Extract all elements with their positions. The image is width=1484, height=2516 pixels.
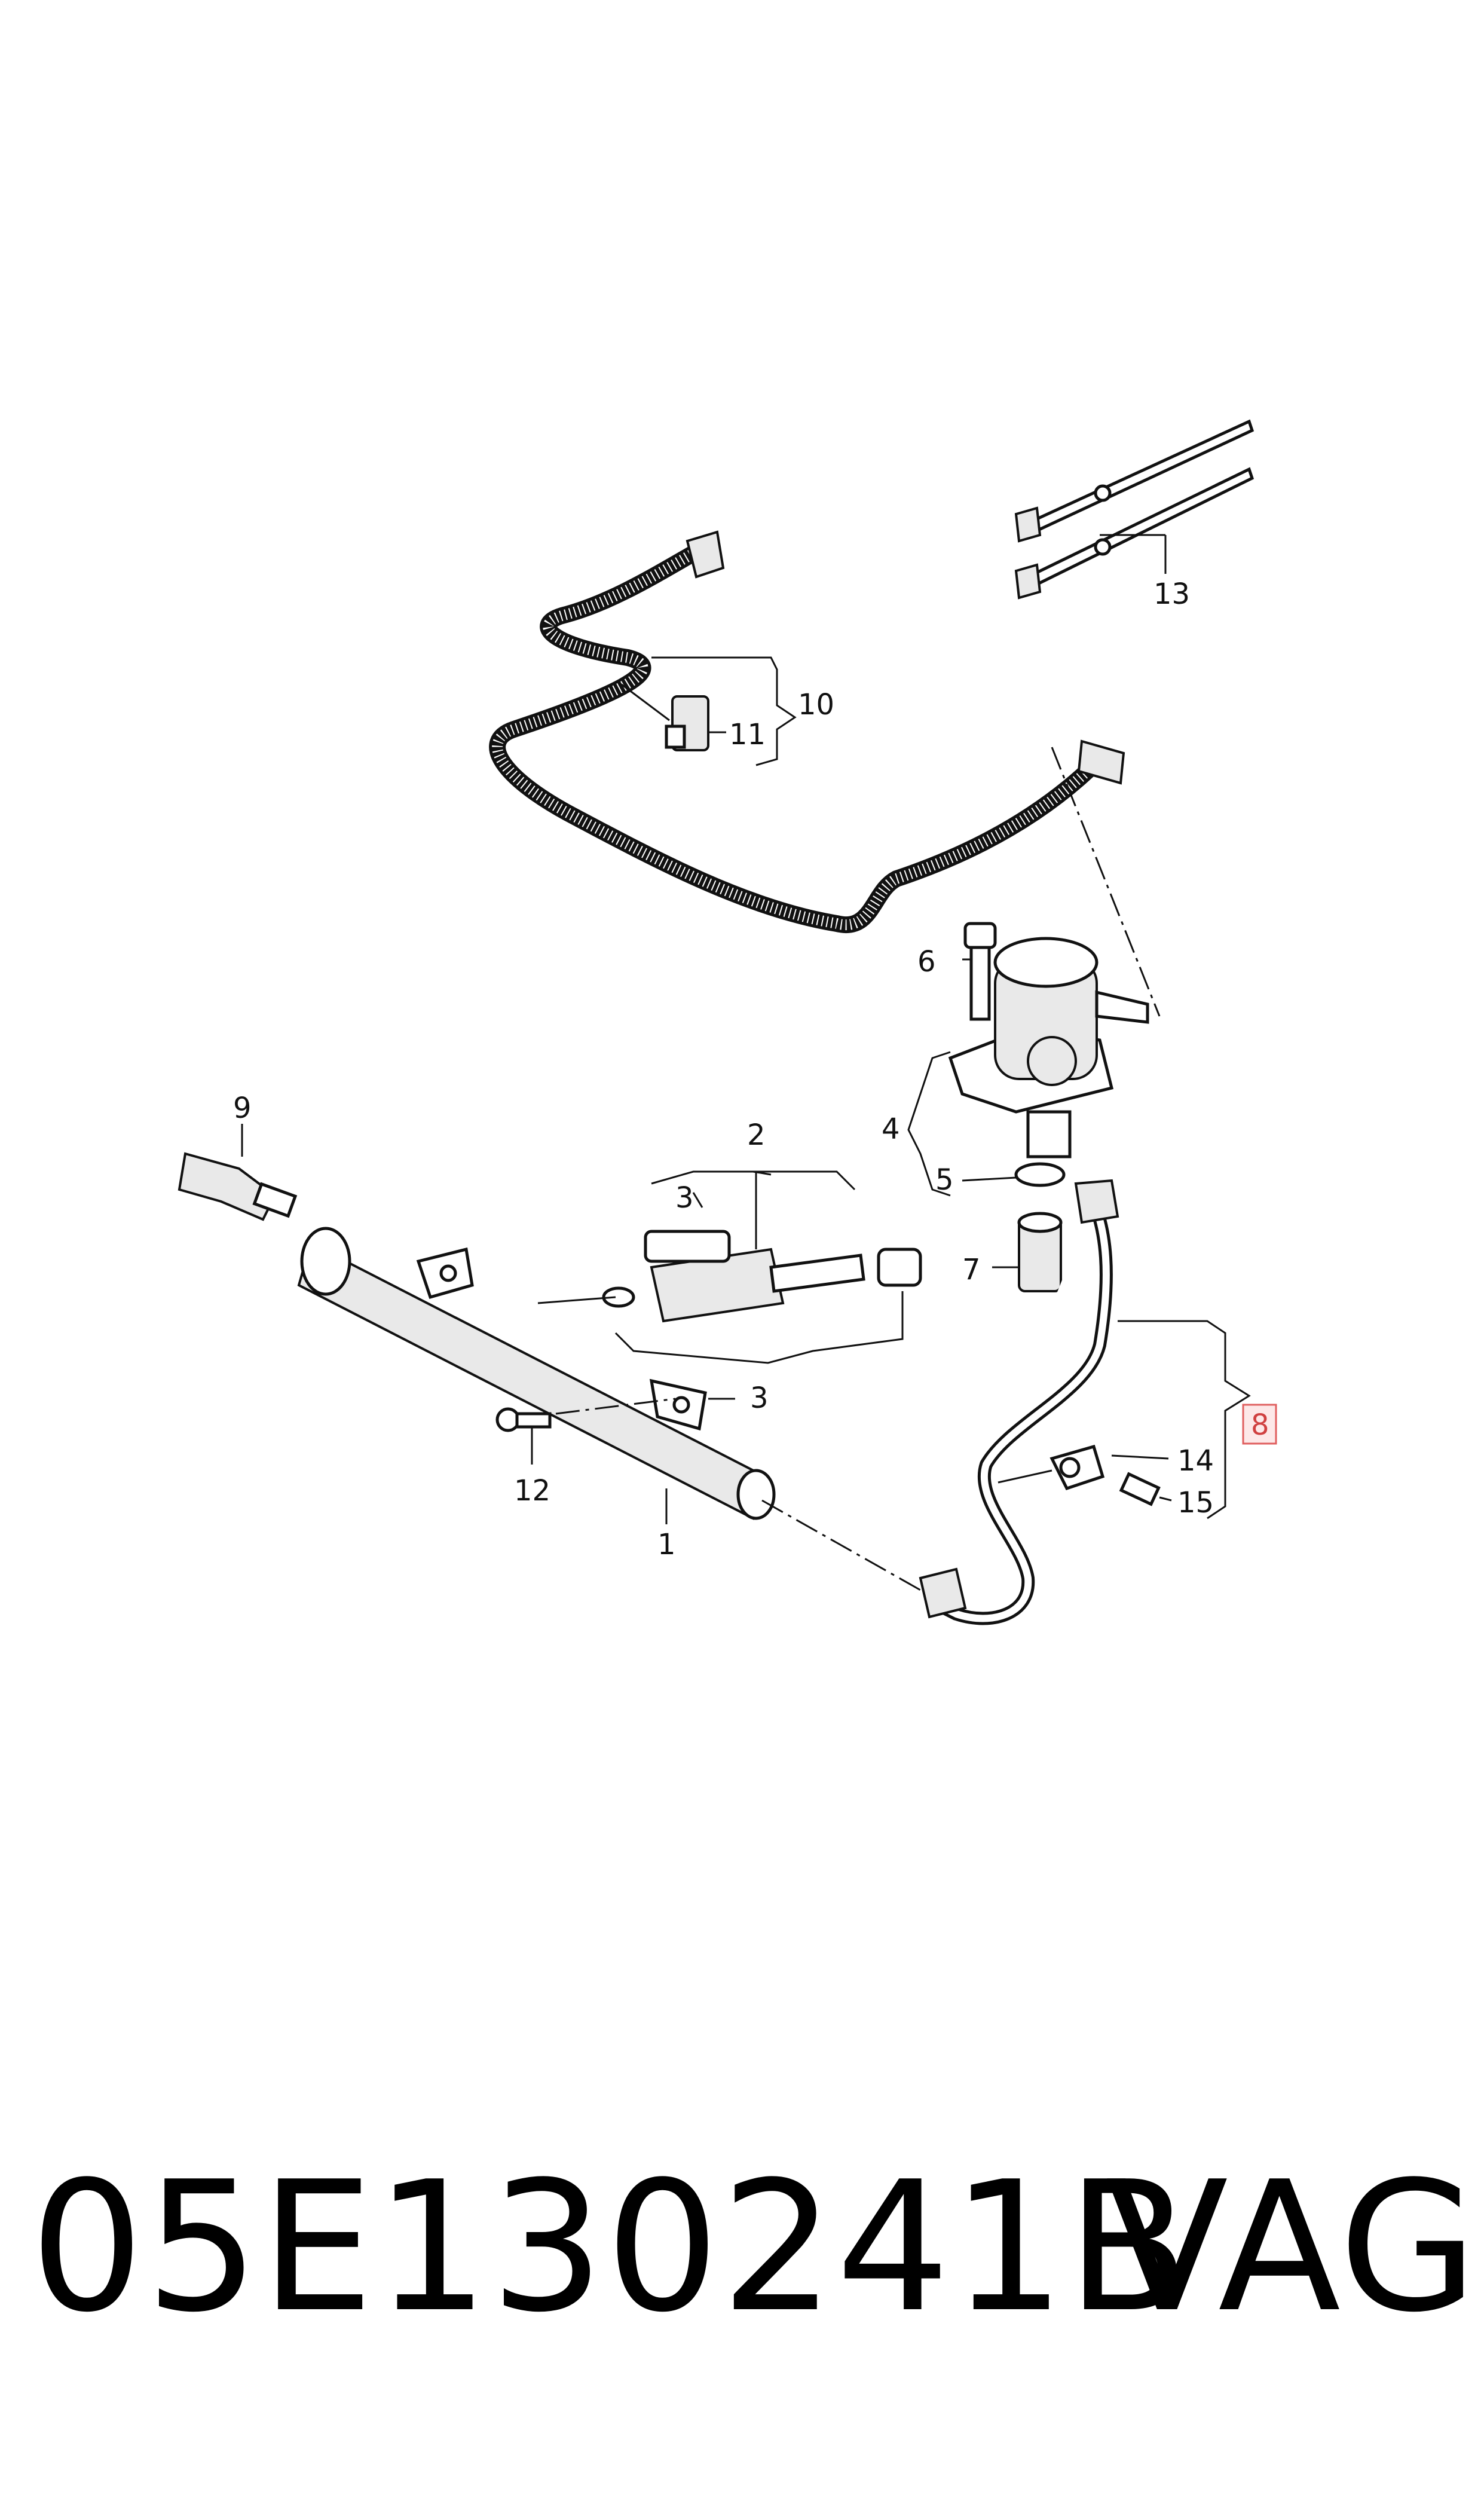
callout-8-highlight (1242, 1404, 1277, 1445)
bolt-part (963, 922, 997, 1021)
pipe-connection-line (761, 1499, 921, 1591)
callout-2: 2 (747, 1118, 766, 1152)
bolt-connection-line (555, 1398, 676, 1415)
connector-part (665, 695, 709, 751)
callout-8: 8 (1251, 1408, 1269, 1442)
high-pressure-pipe-part (919, 1179, 1119, 1625)
callout-5: 5 (935, 1163, 954, 1197)
callout-12: 12 (514, 1474, 550, 1508)
pipe-bracket-part (1049, 1444, 1105, 1491)
callout-9: 9 (233, 1092, 252, 1125)
callout-14: 14 (1177, 1444, 1214, 1478)
callout-11: 11 (729, 718, 766, 751)
callout-7: 7 (962, 1253, 981, 1286)
leader-lines (241, 534, 1251, 1524)
tappet-part (1017, 1212, 1063, 1292)
rail-bolt-part (495, 1407, 552, 1432)
callout-3a: 3 (675, 1181, 694, 1215)
callout-10: 10 (798, 688, 834, 722)
callout-3b: 3 (750, 1381, 769, 1415)
o-ring-part (1014, 1162, 1066, 1187)
bracket-bolt-part (1119, 1472, 1161, 1506)
pump-connection-line (1051, 747, 1161, 1017)
callout-1: 1 (657, 1528, 676, 1561)
fuel-rail-part (297, 1227, 776, 1520)
high-pressure-pump-part (948, 937, 1149, 1158)
brand-name: VAG (1106, 2143, 1479, 2352)
part-number: 05E130241B (30, 2143, 1191, 2352)
injector-part (602, 1230, 922, 1323)
hose-part (489, 530, 1125, 933)
footer: 05E130241B VAG (30, 2128, 1477, 2367)
callout-6: 6 (917, 945, 936, 979)
callout-13: 13 (1153, 577, 1190, 611)
callout-4: 4 (882, 1112, 900, 1146)
parts-diagram: 1 2 3 3 4 5 6 7 8 9 10 11 12 13 14 15 (178, 419, 1277, 1625)
callout-15: 15 (1177, 1486, 1214, 1520)
pressure-sensor-part (178, 1152, 298, 1221)
cable-ties-part (1014, 419, 1254, 600)
